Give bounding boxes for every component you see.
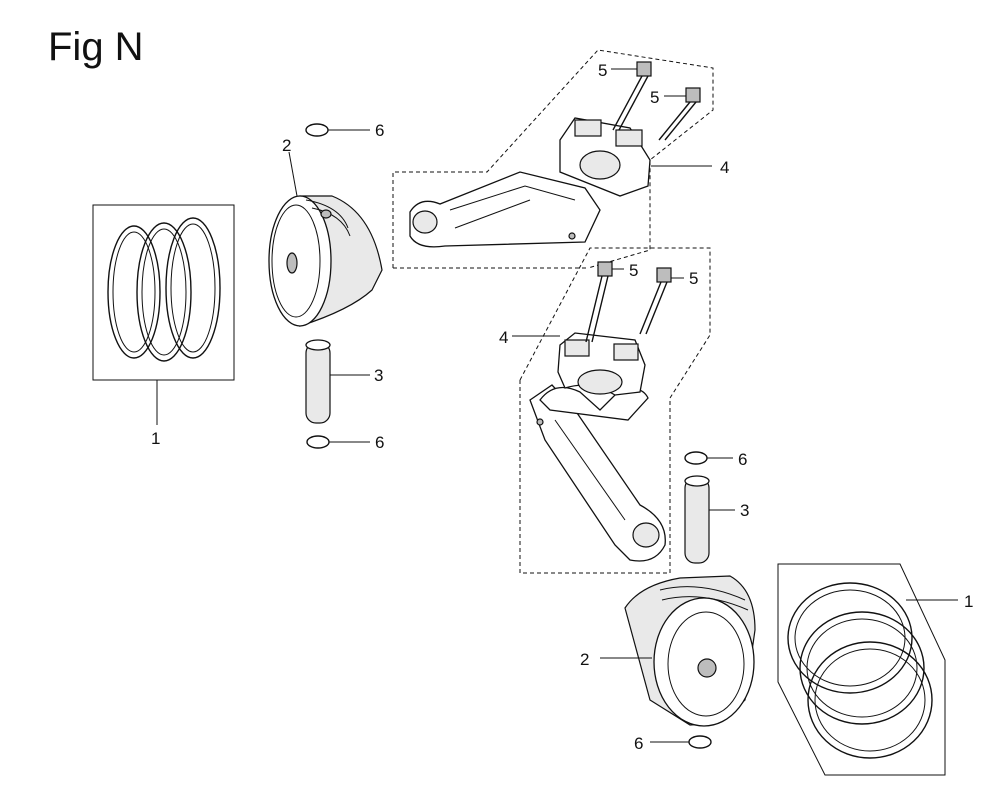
callout-left-clip-top: 6	[375, 121, 384, 140]
callout-lower-bolt-b: 5	[689, 269, 698, 288]
lower-bolt-b	[639, 267, 684, 335]
right-clip-top	[684, 451, 733, 465]
callout-right-ring-set: 1	[964, 592, 973, 611]
right-piston-pin	[684, 475, 735, 564]
right-piston	[600, 575, 756, 727]
upper-bolt-a	[611, 61, 652, 131]
right-piston-ring-set	[777, 563, 958, 776]
upper-connecting-rod	[392, 49, 714, 269]
left-clip-bottom	[306, 435, 370, 449]
callout-right-pin: 3	[740, 501, 749, 520]
callout-right-clip-top: 6	[738, 450, 747, 469]
callout-right-piston: 2	[580, 650, 589, 669]
left-piston-ring-set	[92, 204, 235, 425]
lower-bolt-a	[585, 261, 624, 343]
callout-lower-bolt-a: 5	[629, 261, 638, 280]
callout-upper-bolt-b: 5	[650, 88, 659, 107]
callout-upper-bolt-a: 5	[598, 61, 607, 80]
callout-right-clip-bottom: 6	[634, 734, 643, 753]
right-ring-set-frame	[777, 563, 946, 776]
left-ring-set-frame	[92, 204, 235, 381]
figure-title: Fig N	[48, 25, 144, 69]
left-piston-pin	[305, 339, 370, 424]
upper-bolt-b	[658, 87, 701, 141]
right-clip-bottom	[650, 735, 712, 749]
callout-left-ring-set: 1	[151, 429, 160, 448]
left-clip-top	[305, 123, 370, 137]
callout-left-clip-bottom: 6	[375, 433, 384, 452]
callout-upper-rod: 4	[720, 158, 729, 177]
callout-lower-rod: 4	[499, 328, 508, 347]
left-piston	[268, 151, 383, 327]
callout-left-pin: 3	[374, 366, 383, 385]
lower-connecting-rod	[512, 247, 711, 574]
callout-left-piston: 2	[282, 136, 291, 155]
